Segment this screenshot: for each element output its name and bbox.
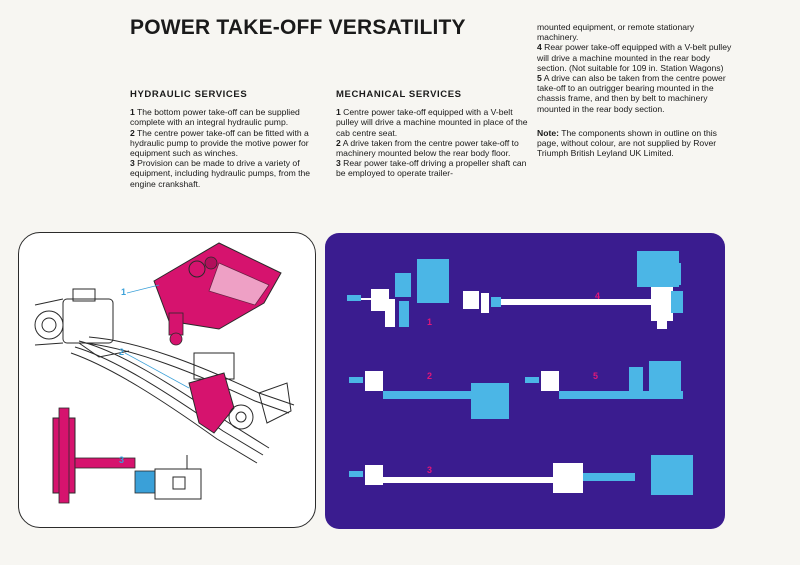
mechanical-item-4: 4 Rear power take-off equipped with a V-… <box>537 42 732 73</box>
mechanical-heading: MECHANICAL SERVICES <box>336 89 462 100</box>
note-paragraph: Note: The components shown in outline on… <box>537 127 717 159</box>
mech-layout-2: 2 <box>349 371 509 419</box>
mech-label-5: 5 <box>593 371 598 381</box>
diagram-label-1: 1 <box>121 287 126 297</box>
mechanical-item-5: 5 A drive can also be taken from the cen… <box>537 73 726 114</box>
mech-layout-4: 4 <box>463 251 683 329</box>
mechanical-continued-section: mounted equipment, or remote stationary … <box>537 22 737 158</box>
mech-label-4: 4 <box>595 291 600 301</box>
mech-label-2: 2 <box>427 371 432 381</box>
diagram-label-2: 2 <box>119 347 124 357</box>
hydraulic-illustration-panel: 1 2 3 <box>18 232 316 528</box>
mechanical-continued-lead: mounted equipment, or remote stationary … <box>537 22 695 43</box>
mech-layout-1: 1 <box>347 259 449 327</box>
bottom-pto-pump-unit <box>153 242 282 346</box>
mech-label-1: 1 <box>427 317 432 327</box>
crankshaft-pump-unit <box>52 407 202 504</box>
mechanical-item-3: 3 Rear power take-off driving a propelle… <box>336 158 527 179</box>
mechanical-services-section: MECHANICAL SERVICES 1 Centre power take-… <box>336 89 532 179</box>
engine-outline <box>34 288 130 358</box>
hydraulic-services-section: HYDRAULIC SERVICES 1 The bottom power ta… <box>130 89 325 189</box>
centre-pto-pump <box>188 352 292 434</box>
hydraulic-item-3: 3 Provision can be made to drive a varie… <box>130 158 311 189</box>
mech-label-3: 3 <box>427 465 432 475</box>
mechanical-item-2: 2 A drive taken from the centre power ta… <box>336 137 519 159</box>
hydraulic-illustration: 1 2 3 <box>34 242 295 504</box>
page-title: POWER TAKE-OFF VERSATILITY <box>130 16 466 39</box>
hydraulic-heading: HYDRAULIC SERVICES <box>130 89 248 100</box>
mechanical-illustration-panel: 1 4 2 5 <box>325 233 725 529</box>
hydraulic-item-1: 1 The bottom power take-off can be suppl… <box>130 107 300 128</box>
mechanical-item-1: 1 Centre power take-off equipped with a … <box>336 107 528 138</box>
diagram-label-3: 3 <box>119 455 124 465</box>
mech-layout-5: 5 <box>525 361 683 399</box>
mech-layout-3: 3 <box>349 455 693 495</box>
mechanical-illustration: 1 4 2 5 <box>347 251 693 495</box>
hydraulic-item-2: 2 The centre power take-off can be fitte… <box>130 127 309 159</box>
